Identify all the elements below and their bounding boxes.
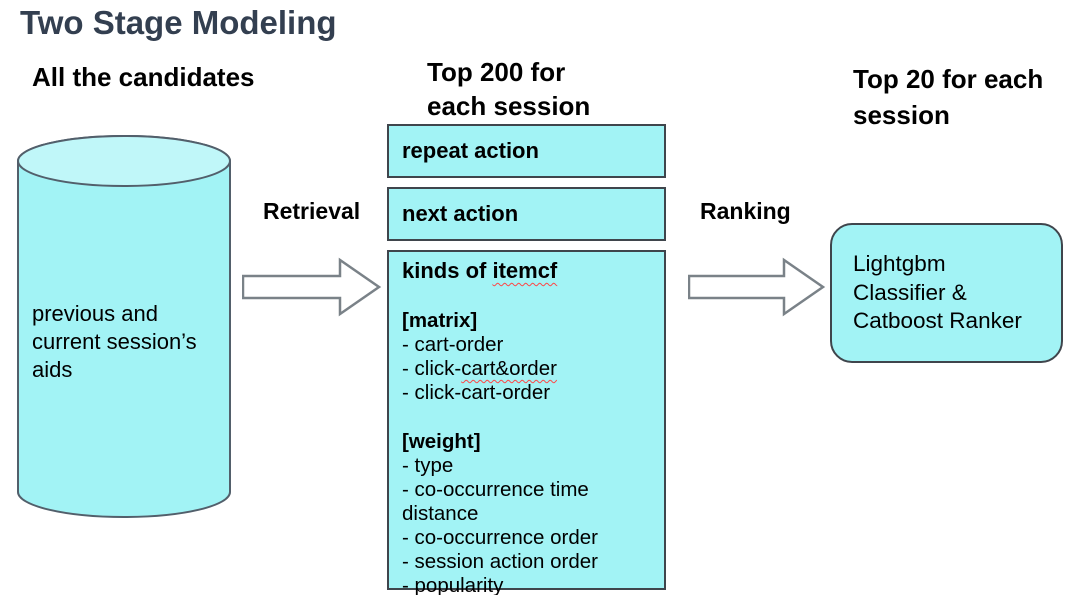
weight-item: - type bbox=[402, 454, 454, 477]
next-action-label: next action bbox=[402, 201, 519, 226]
left-column-heading: All the candidates bbox=[32, 62, 255, 92]
cylinder-label-line: aids bbox=[32, 357, 73, 382]
weight-item: - co-occurrence time distance bbox=[402, 478, 589, 525]
weight-item: - session action order bbox=[402, 550, 598, 573]
database-cylinder-icon bbox=[17, 135, 231, 518]
matrix-item-squiggle: cart&order bbox=[461, 357, 557, 380]
ranker-model-box: Lightgbm Classifier & Catboost Ranker bbox=[830, 223, 1063, 363]
cylinder-label-line: previous and bbox=[32, 301, 158, 326]
ranking-label: Ranking bbox=[700, 198, 791, 224]
page-title: Two Stage Modeling bbox=[20, 4, 337, 41]
right-heading-line: Top 20 for each bbox=[853, 64, 1044, 94]
retrieval-arrow-icon bbox=[242, 257, 382, 317]
weight-section-header: [weight] bbox=[402, 430, 481, 453]
middle-heading-line: Top 200 for bbox=[427, 57, 566, 87]
matrix-item: - cart-order bbox=[402, 333, 504, 356]
matrix-item: - click-cart&order bbox=[402, 357, 646, 381]
matrix-section-header: [matrix] bbox=[402, 309, 478, 332]
itemcf-title-prefix: kinds of bbox=[402, 258, 493, 283]
next-action-box: next action bbox=[387, 187, 666, 241]
itemcf-title-squiggle: itemcf bbox=[492, 258, 558, 283]
repeat-action-box: repeat action bbox=[387, 124, 666, 178]
model-box-line: Catboost Ranker bbox=[853, 308, 1022, 334]
cylinder-label-line: current session’s bbox=[32, 329, 197, 354]
model-box-line: Classifier & bbox=[853, 279, 967, 305]
middle-column-heading: Top 200 for each session bbox=[427, 55, 590, 123]
matrix-item: - click-cart-order bbox=[402, 381, 551, 404]
middle-heading-line: each session bbox=[427, 91, 591, 121]
weight-item: - co-occurrence order bbox=[402, 526, 598, 549]
repeat-action-label: repeat action bbox=[402, 138, 539, 163]
right-column-heading: Top 20 for each session bbox=[853, 61, 1043, 133]
matrix-item-prefix: - click- bbox=[402, 357, 462, 380]
right-heading-line: session bbox=[853, 100, 950, 130]
itemcf-box: kinds of itemcf [matrix] - cart-order - … bbox=[387, 250, 666, 595]
model-box-line: Lightgbm bbox=[853, 251, 946, 277]
cylinder-label: previous and current session’s aids bbox=[32, 300, 237, 384]
itemcf-box-title: kinds of itemcf bbox=[402, 257, 646, 284]
ranking-arrow-icon bbox=[688, 257, 826, 317]
retrieval-label: Retrieval bbox=[263, 198, 361, 224]
weight-item: - popularity bbox=[402, 574, 504, 595]
